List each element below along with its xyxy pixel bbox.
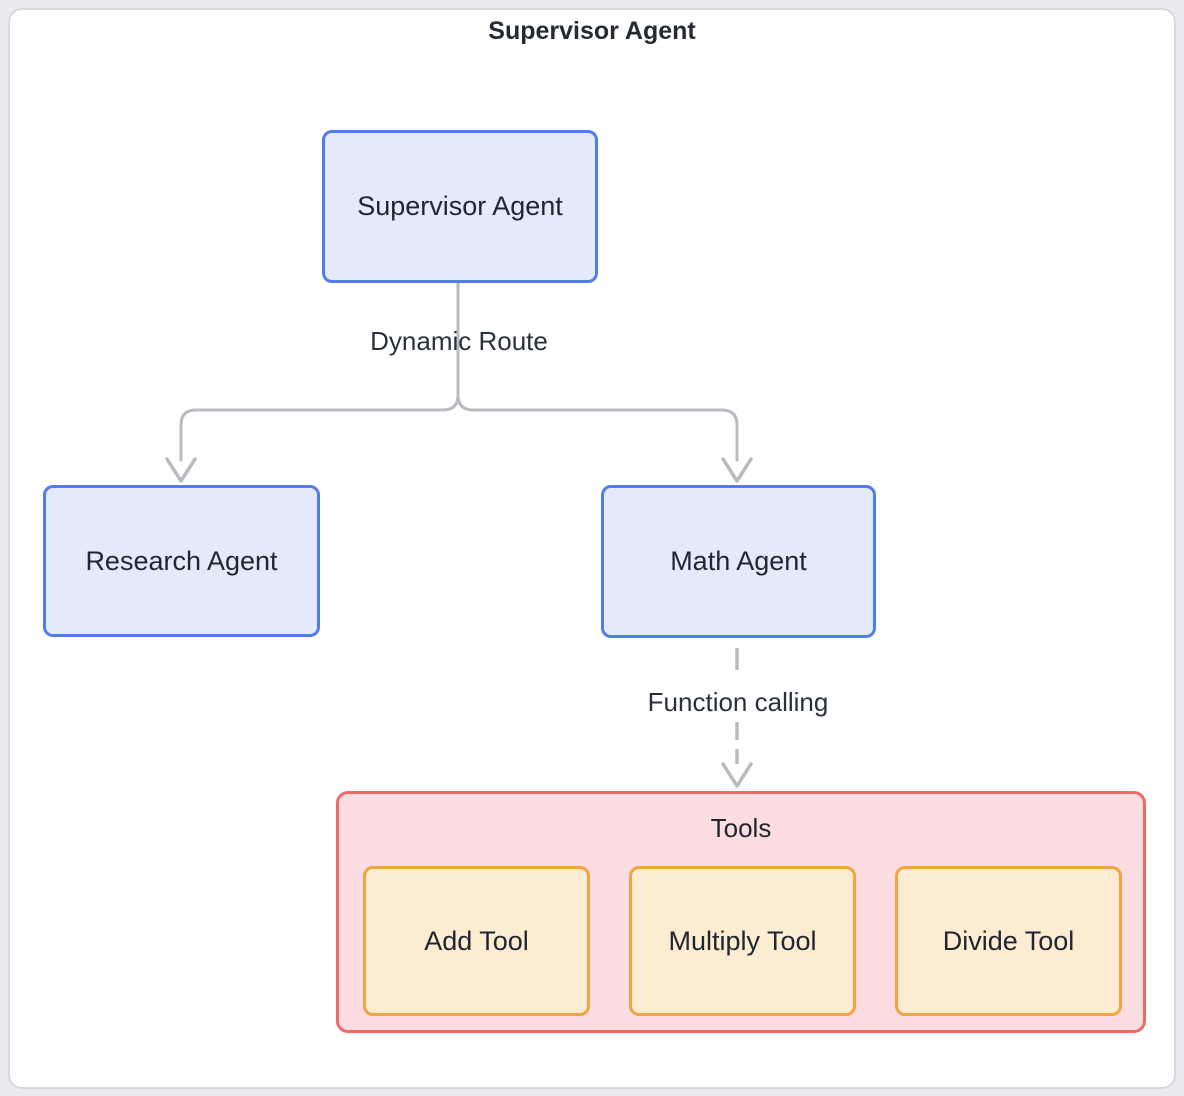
node-research-agent-label: Research Agent: [85, 545, 278, 576]
tools-group: Tools Add Tool Multiply Tool Divide Tool: [336, 791, 1146, 1033]
node-supervisor-agent: Supervisor Agent: [322, 130, 598, 283]
node-divide-tool: Divide Tool: [895, 866, 1122, 1016]
node-multiply-tool-label: Multiply Tool: [668, 925, 817, 956]
node-add-tool-label: Add Tool: [424, 925, 529, 956]
node-supervisor-agent-label: Supervisor Agent: [357, 191, 563, 221]
node-add-tool: Add Tool: [363, 866, 590, 1016]
node-math-agent: Math Agent: [601, 485, 876, 638]
tools-group-title: Tools: [710, 813, 772, 843]
node-math-agent-label: Math Agent: [670, 546, 807, 576]
diagram-title: Supervisor Agent: [488, 17, 696, 45]
node-divide-tool-label: Divide Tool: [942, 925, 1075, 956]
edge-label-function-calling: Function calling: [647, 687, 829, 717]
node-research-agent: Research Agent: [43, 485, 320, 637]
edge-label-dynamic-route: Dynamic Route: [370, 326, 548, 356]
node-multiply-tool: Multiply Tool: [629, 866, 856, 1016]
